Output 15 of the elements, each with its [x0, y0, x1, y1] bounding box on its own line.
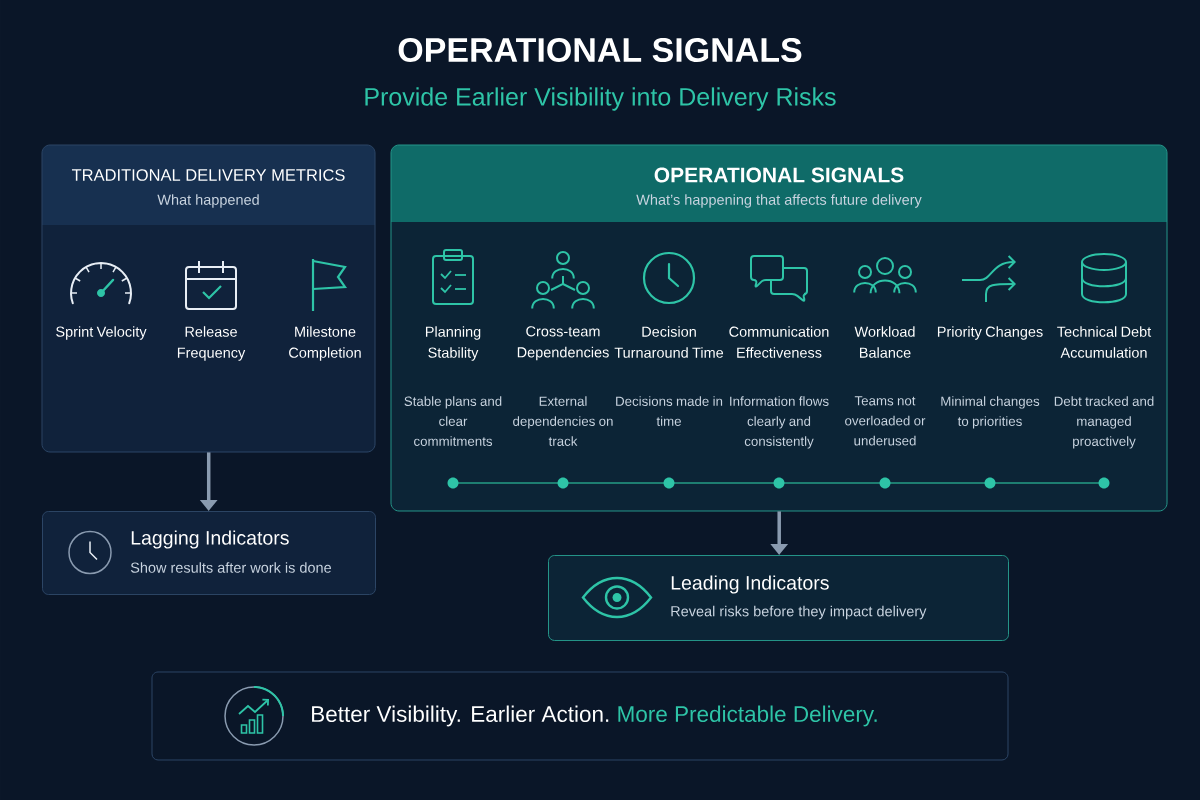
indicator-box: Lagging Indicators Show results after work is done	[42, 511, 376, 595]
metric-column: Cross-team Dependencies External dependencies on track	[513, 326, 613, 446]
metric-column: Priority Changes Minimal changes to priorities	[937, 326, 1043, 429]
metric-column: Decision Turnaround Time Decisions made in time	[614, 326, 724, 426]
metric-column: Release Frequency	[177, 326, 246, 361]
metric-column: Milestone Completion	[289, 326, 361, 361]
metric-column: Planning Stability Stable plans and clear commitments	[404, 326, 502, 446]
metric-column: Technical Debt Accumulation Debt tracked and managed proactively	[1054, 326, 1154, 449]
metric-column: Communication Effectiveness Information flows clearly and consistently	[729, 326, 829, 449]
subtitle: Provide Earlier Visibility into Delivery Risks	[365, 87, 836, 111]
indicator-box: Leading Indicators Reveal risks before they impact delivery	[548, 555, 1009, 641]
metric-column: Sprint Velocity	[56, 326, 147, 340]
metric-column: Workload Balance Teams not overloaded or underused	[845, 326, 926, 446]
summary-banner: Better Visibility. Earlier Action. More Predictable Delivery.	[151, 671, 1009, 761]
title: OPERATIONAL SIGNALS	[398, 37, 802, 63]
